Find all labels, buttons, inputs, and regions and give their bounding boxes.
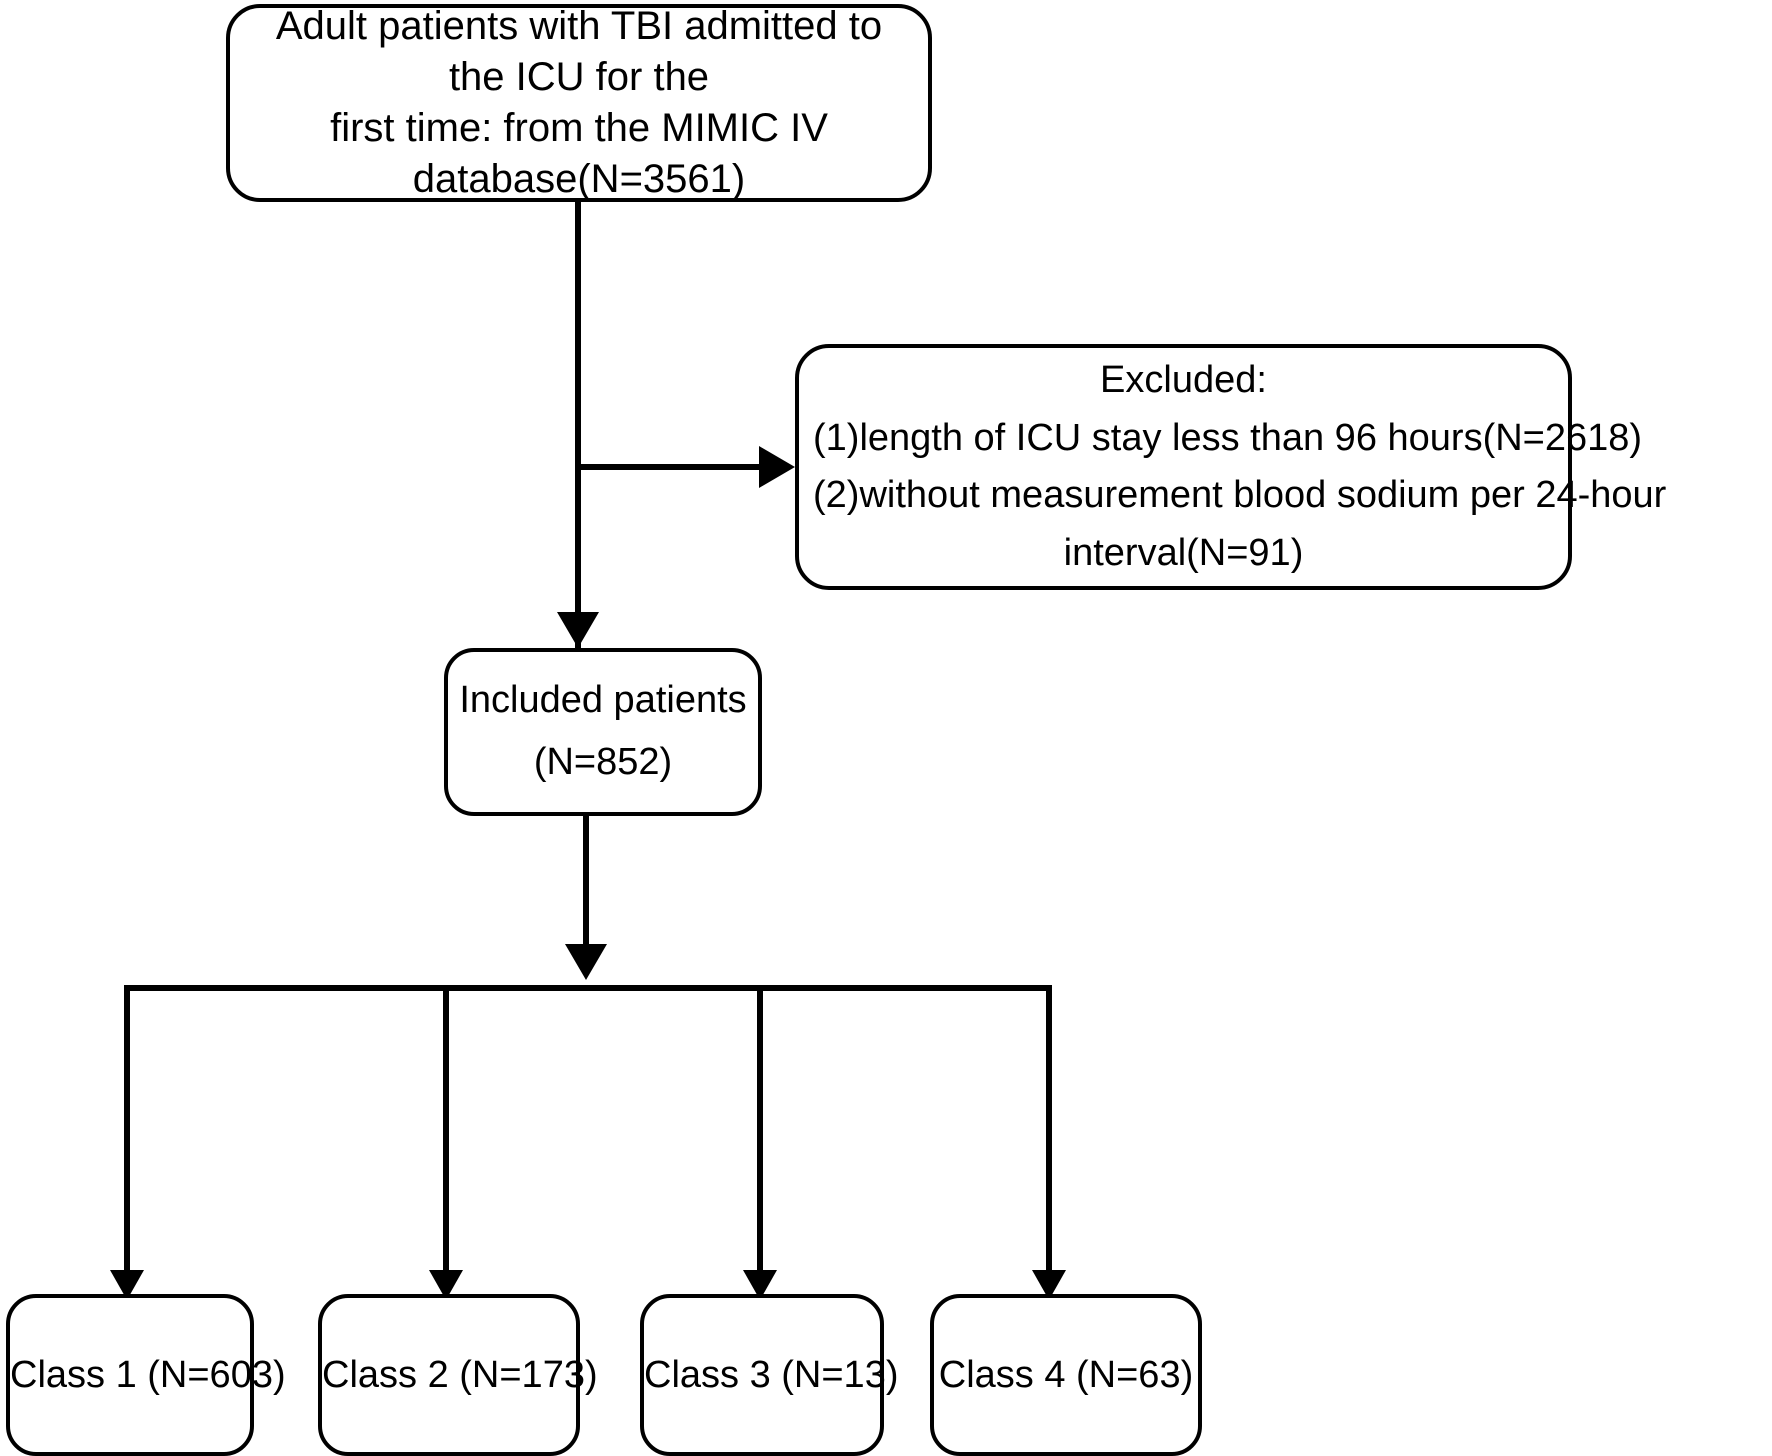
node-included-label: Included patients [459,679,747,722]
node-class-2: Class 2 (N=173) [318,1294,598,1456]
connector-included-stem [583,816,589,948]
node-class-4: Class 4 (N=63) [930,1294,1202,1456]
node-class-1: Class 1 (N=603) [6,1294,286,1456]
node-included-patients: Included patients (N=852) [444,648,762,816]
node-exclusions: Excluded: (1)length of ICU stay less tha… [795,344,1667,590]
connector-class-leg-1 [124,985,130,1277]
node-excluded-reason-2-line-1: (2)without measurement blood sodium per … [813,474,1667,517]
arrowhead-to-bus [565,944,607,980]
node-excluded-reason-1: (1)length of ICU stay less than 96 hours… [813,416,1643,459]
node-class-3: Class 3 (N=13) [640,1294,899,1456]
arrowhead-to-excluded [759,446,795,488]
node-class-3-label: Class 3 (N=13) [644,1353,899,1396]
node-excluded-reason-2-line-2: interval(N=91) [1063,532,1304,575]
connector-class-leg-4 [1046,985,1052,1277]
connector-source-trunk [575,202,581,648]
node-class-1-label: Class 1 (N=603) [10,1353,286,1396]
node-class-2-label: Class 2 (N=173) [322,1353,598,1396]
node-source-line-1: Adult patients with TBI admitted to the … [275,3,883,99]
node-class-4-label: Class 4 (N=63) [938,1353,1194,1396]
connector-class-leg-3 [757,985,763,1277]
connector-exclusion-branch [575,464,787,470]
connector-class-bus [124,985,1052,991]
connector-class-leg-2 [443,985,449,1277]
node-excluded-heading: Excluded: [1100,359,1267,401]
arrowhead-to-included [557,612,599,648]
node-source-line-2: first time: from the MIMIC IV database(N… [330,106,828,202]
node-source-cohort: Adult patients with TBI admitted to the … [226,4,932,202]
node-included-count: (N=852) [533,741,673,784]
